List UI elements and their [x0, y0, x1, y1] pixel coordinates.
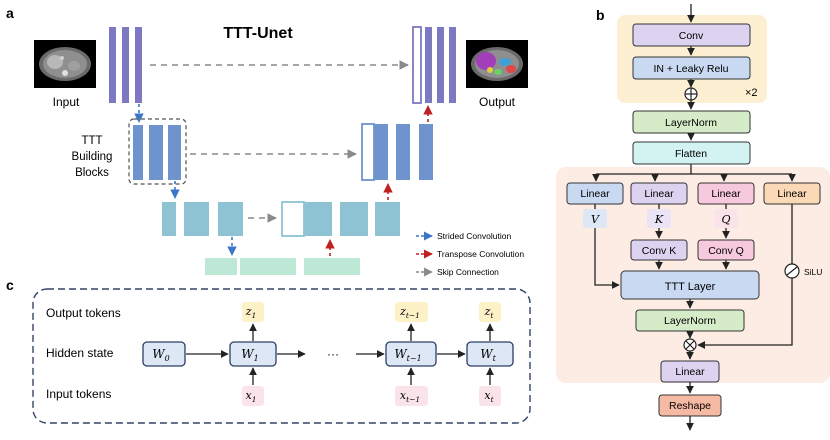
decoder-level3: [281, 201, 400, 237]
layernorm1-label: LayerNorm: [665, 117, 717, 129]
k-token-label: K: [654, 213, 664, 226]
panel-c-label: c: [6, 277, 14, 293]
silu-label: SiLU: [804, 267, 822, 277]
row-output-tokens: Output tokens: [46, 306, 121, 320]
panel-b-label: b: [596, 7, 605, 23]
ttt-layer-label: TTT Layer: [665, 281, 716, 293]
multiply-icon: [683, 338, 697, 352]
encoder-level3: [162, 202, 243, 236]
panel-c-dashed-frame: [32, 288, 531, 424]
linear-v-label: Linear: [580, 188, 610, 200]
svg-text:Wt−1: Wt−1: [394, 347, 421, 363]
panel-a-title: TTT-Unet: [223, 25, 293, 42]
input-xt: xt: [479, 386, 501, 406]
output-zt: zt: [479, 302, 501, 322]
svg-text:xt−1: xt−1: [400, 389, 420, 404]
svg-text:zt−1: zt−1: [399, 305, 420, 320]
repeat-label: ×2: [745, 87, 758, 99]
hidden-w1: W1: [229, 341, 277, 367]
linear-q-label: Linear: [711, 188, 741, 200]
ttt-block-dashed-box: [128, 118, 187, 185]
svg-text:xt: xt: [484, 389, 494, 404]
arrow-v-ttt: [594, 228, 620, 289]
panel-a-label: a: [6, 5, 14, 21]
hidden-wt: Wt: [466, 341, 514, 367]
row-input-tokens: Input tokens: [46, 387, 111, 401]
output-segmentation-image: [466, 40, 528, 88]
hidden-w0: W0: [142, 341, 186, 367]
output-label: Output: [479, 95, 516, 109]
input-label: Input: [53, 95, 80, 109]
flatten-label: Flatten: [675, 148, 707, 160]
v-token-label: V: [591, 213, 600, 226]
ttt-block-label-line3: Blocks: [75, 167, 109, 179]
legend: Strided Convolution Transpose Convolutio…: [416, 231, 524, 277]
conv-q-label: Conv Q: [708, 245, 744, 257]
svg-text:zt: zt: [484, 305, 495, 320]
output-zt-minus-1: zt−1: [395, 302, 428, 322]
svg-text:z1: z1: [245, 305, 257, 320]
input-x1: x1: [242, 386, 264, 406]
ellipsis: ···: [327, 347, 339, 361]
ttt-block-label-line2: Building: [72, 151, 113, 163]
svg-text:W1: W1: [241, 347, 258, 363]
v-token-box: [583, 209, 607, 228]
linear-k-label: Linear: [644, 188, 674, 200]
svg-text:x1: x1: [246, 389, 257, 404]
reshape-label: Reshape: [669, 400, 711, 412]
encoder-level2: [133, 125, 181, 180]
svg-text:W0: W0: [152, 347, 169, 363]
arrow-silu-mult: [697, 278, 793, 349]
ttt-block-label-line1: TTT: [81, 135, 102, 147]
hidden-wt-minus-1: Wt−1: [385, 341, 437, 367]
input-xt-minus-1: xt−1: [395, 386, 428, 406]
decoder-level1: [412, 26, 456, 104]
panel-c: c Output tokens Hidden state Input token…: [6, 277, 531, 424]
conv-k-label: Conv K: [642, 245, 676, 257]
k-token-box: [647, 209, 671, 228]
output-z1: z1: [242, 302, 264, 322]
panel-b: b Conv IN + Leaky Relu ×2 LayerNorm Flat…: [556, 4, 830, 431]
conv-label: Conv: [679, 30, 704, 42]
decoder-level2: [361, 123, 433, 181]
in-relu-label: IN + Leaky Relu: [654, 63, 729, 75]
legend-strided-label: Strided Convolution: [437, 231, 511, 241]
legend-transpose-label: Transpose Convolution: [437, 249, 524, 259]
residual-add-icon: [684, 87, 698, 101]
svg-text:Wt: Wt: [480, 347, 496, 363]
legend-skip-label: Skip Connection: [437, 267, 499, 277]
encoder-level1: [109, 27, 142, 103]
bottleneck: [205, 258, 360, 275]
q-token-box: [714, 209, 738, 228]
silu-icon: [784, 263, 800, 279]
input-ct-image: [34, 40, 96, 88]
linear-out-label: Linear: [675, 366, 705, 378]
q-token-label: Q: [721, 213, 730, 226]
linear-gate-label: Linear: [777, 188, 807, 200]
panel-a: a TTT-Unet Input: [6, 5, 528, 277]
row-hidden-state: Hidden state: [46, 346, 114, 360]
layernorm2-label: LayerNorm: [664, 315, 716, 327]
